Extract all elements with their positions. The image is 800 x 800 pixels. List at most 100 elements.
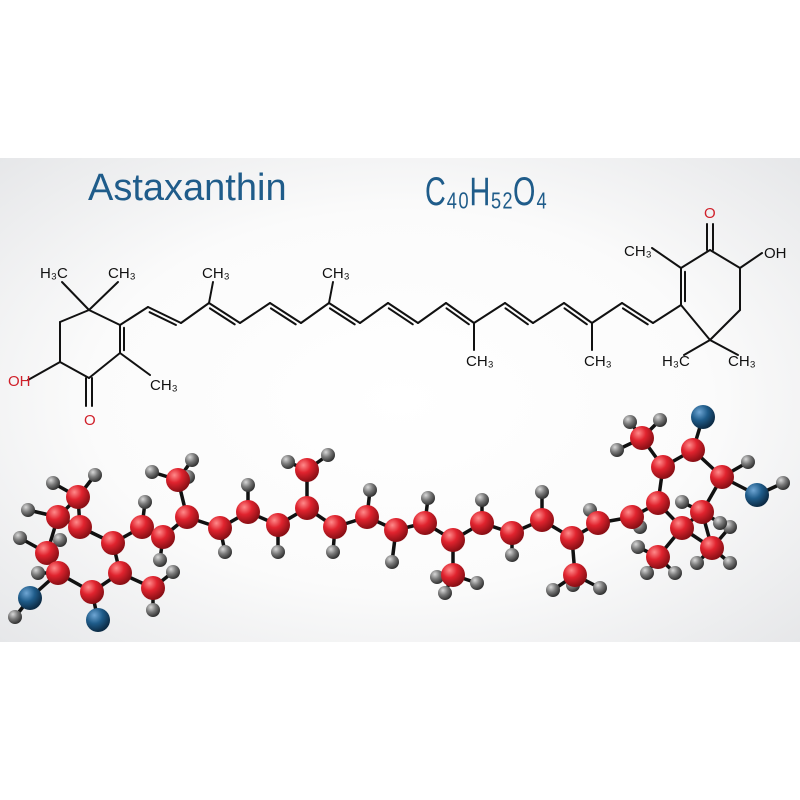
- hydrogen-atom: [53, 533, 67, 547]
- single-bond: [180, 302, 210, 324]
- methyl-bond: [683, 339, 711, 356]
- label-ch3: CH₃: [150, 377, 178, 394]
- single-bond: [239, 302, 271, 324]
- methyl-bond: [651, 247, 682, 269]
- carbon-atom: [384, 518, 408, 542]
- hydrogen-atom: [185, 453, 199, 467]
- carbon-atom: [710, 465, 734, 489]
- hydrogen-atom: [593, 581, 607, 595]
- ring-bond: [59, 309, 90, 323]
- double-bond-line: [387, 307, 414, 326]
- carbon-atom: [441, 528, 465, 552]
- carbon-atom: [355, 505, 379, 529]
- hydrogen-atom: [535, 485, 549, 499]
- hydrogen-atom: [46, 476, 60, 490]
- hydrogen-atom: [675, 495, 689, 509]
- methyl-bond: [328, 281, 334, 304]
- single-bond: [591, 302, 623, 324]
- molecular-formula: C₄₀H₅₂O₄: [425, 169, 547, 214]
- hydrogen-atom: [776, 476, 790, 490]
- single-bond: [208, 302, 241, 324]
- carbon-atom: [586, 511, 610, 535]
- hydrogen-atom: [690, 556, 704, 570]
- carbon-atom: [266, 513, 290, 537]
- hydrogen-atom: [88, 468, 102, 482]
- ring-bond: [680, 249, 711, 269]
- methyl-bond: [709, 339, 739, 356]
- carbon-atom: [141, 576, 165, 600]
- single-bond: [300, 302, 330, 324]
- hydrogen-atom: [470, 576, 484, 590]
- double-bond-line: [148, 311, 177, 326]
- hydrogen-atom: [741, 455, 755, 469]
- skeletal-formula: [27, 223, 763, 407]
- double-bond-line: [208, 307, 236, 326]
- single-bond: [147, 306, 182, 324]
- double-bond-line: [269, 307, 297, 326]
- carbon-atom: [670, 516, 694, 540]
- hydrogen-atom: [321, 448, 335, 462]
- double-bond-line: [328, 307, 356, 326]
- hydrogen-atom: [421, 491, 435, 505]
- hydrogen-atom: [153, 553, 167, 567]
- carbon-atom: [500, 521, 524, 545]
- carbon-atom: [101, 531, 125, 555]
- carbon-atom: [236, 500, 260, 524]
- hydrogen-atom: [21, 503, 35, 517]
- carbon-atom: [413, 511, 437, 535]
- single-bond: [652, 304, 682, 324]
- hydrogen-atom: [218, 545, 232, 559]
- carbon-atom: [208, 516, 232, 540]
- hydrogen-atom: [631, 540, 645, 554]
- single-bond: [119, 306, 149, 326]
- hydrogen-atom: [146, 603, 160, 617]
- hydrogen-atom: [138, 495, 152, 509]
- label-ch3: CH₃: [584, 353, 612, 370]
- hydrogen-atom: [281, 455, 295, 469]
- hydrogen-atom: [166, 565, 180, 579]
- methyl-bond: [119, 352, 151, 376]
- label-o: O: [84, 412, 96, 429]
- carbon-atom: [66, 485, 90, 509]
- hydrogen-atom: [653, 413, 667, 427]
- hydroxyl-bond: [739, 252, 763, 269]
- hydrogen-atom: [623, 415, 637, 429]
- hydrogen-atom: [271, 545, 285, 559]
- double-bond-line: [504, 307, 529, 326]
- hydrogen-atom: [241, 478, 255, 492]
- label-ch3: CH₃: [202, 265, 230, 282]
- carbon-atom: [700, 536, 724, 560]
- oxygen-atom: [86, 608, 110, 632]
- carbon-atom: [530, 508, 554, 532]
- carbon-atom: [470, 511, 494, 535]
- carbon-atom: [130, 515, 154, 539]
- ring-bond: [88, 352, 121, 379]
- carbon-atom: [646, 491, 670, 515]
- carbon-atom: [108, 561, 132, 585]
- carbon-atom: [295, 496, 319, 520]
- single-bond: [445, 302, 475, 324]
- label-ch3: CH₃: [728, 353, 756, 370]
- carbon-atom: [630, 426, 654, 450]
- methyl-bond: [208, 281, 214, 304]
- oxygen-atom: [691, 405, 715, 429]
- hydrogen-atom: [723, 556, 737, 570]
- oxygen-atom: [745, 483, 769, 507]
- hydrogen-atom: [438, 586, 452, 600]
- skeletal-labels: H₃C CH₃ OH O CH₃ CH₃ CH₃ CH₃ CH₃ O OH CH…: [8, 205, 787, 429]
- hydrogen-atom: [31, 566, 45, 580]
- hydroxyl-bond: [27, 361, 61, 381]
- carbon-atom: [441, 563, 465, 587]
- carbon-atom: [560, 526, 584, 550]
- double-bond-line: [445, 307, 470, 326]
- hydrogen-atom: [640, 566, 654, 580]
- carbon-atom: [80, 580, 104, 604]
- double-bond-line: [563, 307, 588, 326]
- label-ch3: CH₃: [108, 265, 136, 282]
- ring-bond: [680, 304, 711, 341]
- hydrogen-atom: [145, 465, 159, 479]
- carbon-atom: [646, 545, 670, 569]
- carbon-atom: [295, 458, 319, 482]
